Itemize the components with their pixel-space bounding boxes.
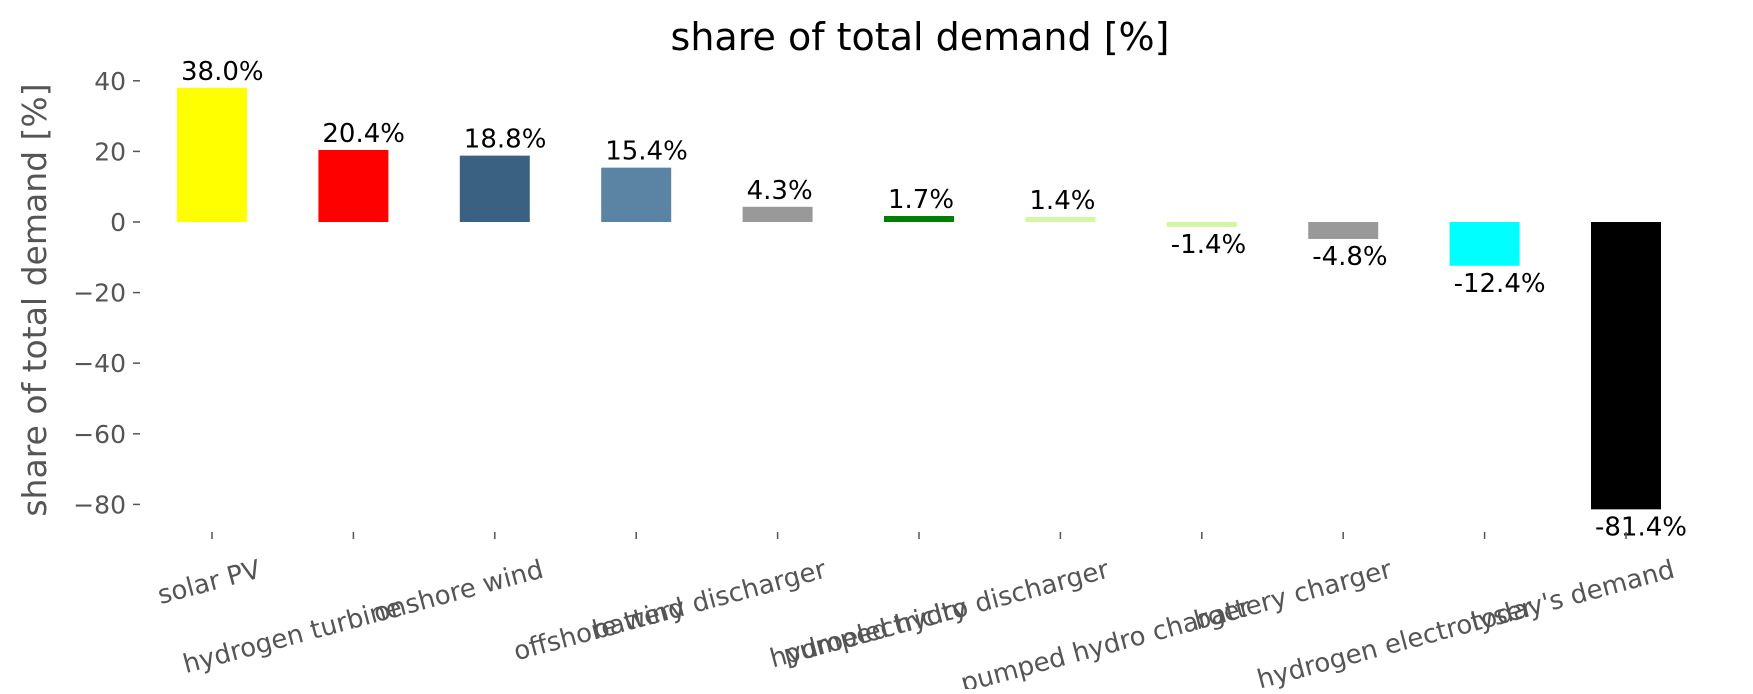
- bar: [318, 149, 389, 222]
- x-tick-label: onshore wind: [371, 555, 547, 629]
- bar: [884, 215, 954, 222]
- bar: [459, 155, 530, 222]
- data-label: 38.0%: [181, 57, 264, 87]
- bar: [1591, 222, 1661, 510]
- bar: [1308, 222, 1379, 239]
- y-tick-label: −60: [73, 420, 126, 449]
- data-label: 15.4%: [605, 137, 688, 167]
- bar: [1166, 222, 1237, 227]
- y-tick-label: −20: [73, 279, 126, 308]
- y-axis-label: share of total demand [%]: [15, 83, 54, 516]
- data-label: -81.4%: [1595, 512, 1687, 542]
- data-label: 1.4%: [1029, 186, 1095, 216]
- bar: [1025, 217, 1096, 222]
- y-tick-label: 20: [94, 137, 126, 166]
- x-tick-label: solar PV: [155, 555, 264, 611]
- data-label: 20.4%: [322, 119, 405, 149]
- bar: [601, 167, 672, 222]
- data-label: 18.8%: [464, 125, 547, 155]
- data-label: -4.8%: [1312, 242, 1387, 272]
- chart-title: share of total demand [%]: [671, 15, 1170, 59]
- bar: [742, 206, 813, 222]
- y-tick-label: −80: [73, 490, 126, 519]
- y-axis: 40 20 0 −20 −40 −60 −80: [73, 67, 140, 519]
- y-tick-label: 40: [94, 67, 126, 96]
- data-label: -12.4%: [1454, 269, 1546, 299]
- data-label: 4.3%: [747, 176, 813, 206]
- bar: [1449, 222, 1520, 266]
- bar: [177, 87, 247, 222]
- x-tick-label: battery discharger: [589, 555, 829, 646]
- x-tick-label: today's demand: [1468, 555, 1678, 638]
- x-tick-label: battery charger: [1191, 555, 1395, 637]
- data-label: -1.4%: [1171, 230, 1246, 260]
- bars-group: 38.0% 20.4% 18.8% 15.4% 4.3% 1.7% 1.4% -1.4% -4.…: [177, 57, 1687, 542]
- data-label: 1.7%: [888, 185, 954, 215]
- y-tick-label: 0: [110, 208, 126, 237]
- y-tick-label: −40: [73, 349, 126, 378]
